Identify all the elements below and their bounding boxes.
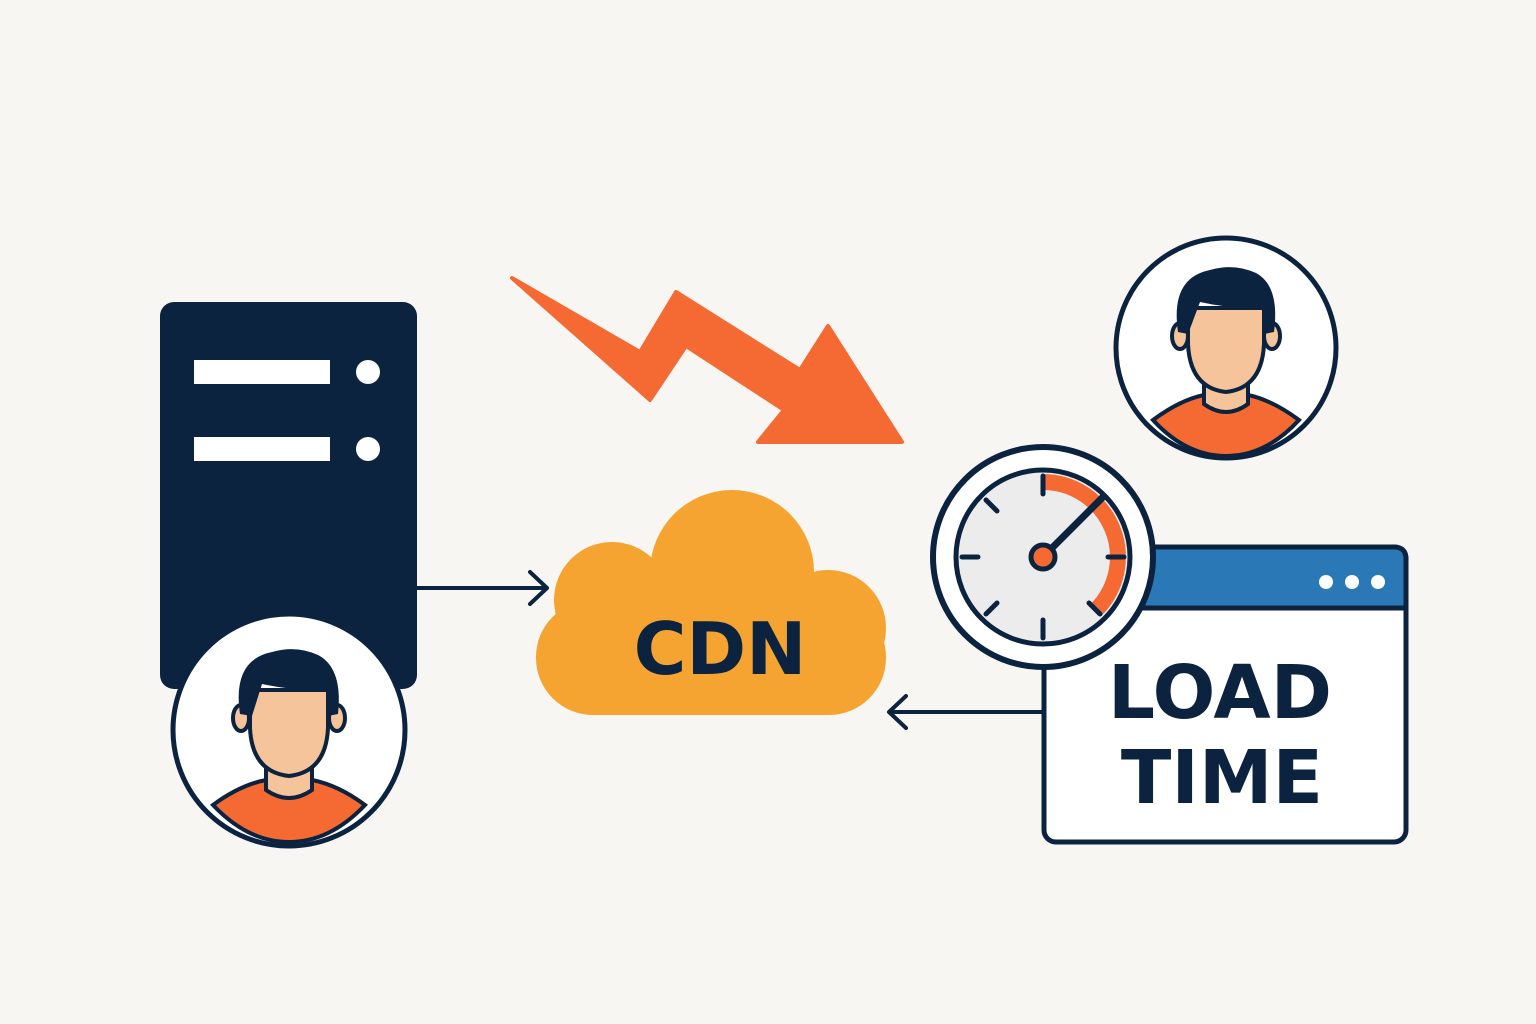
gauge-arc xyxy=(1042,474,1126,616)
zigzag-arrow-icon xyxy=(510,276,904,444)
server-led-2 xyxy=(356,437,380,461)
hair xyxy=(1176,267,1276,334)
cdn-label: CDN xyxy=(634,607,807,691)
load-time-line-2: TIME xyxy=(1121,735,1323,821)
gauge-tick xyxy=(983,497,1000,514)
user-avatar-right xyxy=(1113,235,1339,461)
shirt xyxy=(209,778,369,845)
speedometer-icon xyxy=(930,444,1156,670)
server-slot-1 xyxy=(194,360,330,384)
arrow-icon xyxy=(887,694,1043,730)
server-body xyxy=(160,302,417,689)
cloud-base xyxy=(536,600,886,715)
face xyxy=(1186,306,1266,395)
gauge-tick xyxy=(1086,600,1103,617)
browser-dot-3 xyxy=(1371,575,1385,589)
shirt xyxy=(1150,393,1302,459)
arrow-head xyxy=(528,570,549,606)
server-icon xyxy=(160,302,417,689)
hair xyxy=(238,649,339,716)
gauge-tick xyxy=(983,600,1000,617)
arrow-icon xyxy=(417,570,549,606)
browser-dot-1 xyxy=(1319,575,1333,589)
server-slot-2 xyxy=(194,437,330,461)
arrow-head xyxy=(887,694,908,730)
server-led-1 xyxy=(356,360,380,384)
load-time-line-1: LOAD xyxy=(1108,650,1332,736)
user-avatar-left xyxy=(170,611,408,849)
browser-dot-2 xyxy=(1345,575,1359,589)
gauge-hub xyxy=(1028,542,1058,572)
face xyxy=(248,688,330,779)
cloud-icon: CDN xyxy=(536,490,886,715)
